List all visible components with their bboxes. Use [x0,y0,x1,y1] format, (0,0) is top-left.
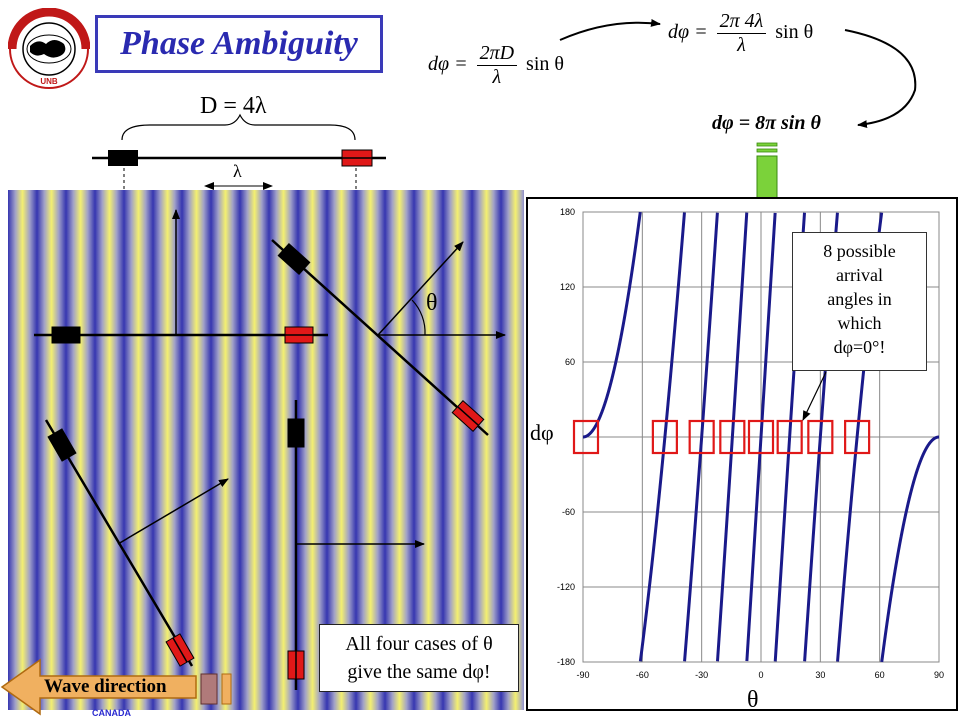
zero-crossing-highlight [776,419,803,455]
chart-ylabel: dφ [530,420,554,445]
x-tick-label: -90 [576,670,589,680]
eq1-num: 2πD [476,42,518,66]
y-tick-label: -180 [557,657,575,667]
case2-angle-arc [411,299,426,336]
wave-stripes [8,190,524,710]
eq2-lhs: dφ = [668,21,708,44]
wave-direction-label: Wave direction [44,676,167,697]
zero-crossing-highlight [572,419,600,455]
eq1-den: λ [492,66,502,88]
cases-note: All four cases of θ give the same dφ! [319,624,519,692]
callout-pointer [802,371,827,421]
baseline-label: D = 4λ [200,93,267,119]
chart-xlabel: θ [747,687,759,713]
wave-field [8,190,524,710]
eq2-num: 2π 4λ [716,10,767,34]
zero-crossing-highlight [807,419,834,455]
zero-crossing-highlight [688,419,715,455]
y-tick-label: 120 [560,282,575,292]
zero-crossing-highlight [719,419,746,455]
x-tick-label: -60 [636,670,649,680]
x-tick-label: -30 [695,670,708,680]
x-tick-label: 60 [875,670,885,680]
logo-bottom-text: UNB [40,77,58,86]
title-box: Phase Ambiguity [95,15,383,73]
callout-line-5: dφ=0°! [833,337,886,357]
flow-arrow-1 [559,18,661,41]
canada-text: CANADA [92,708,131,718]
case4-antenna-left [287,418,305,448]
zero-crossing-highlight [844,419,871,455]
case2-arrival-arrow [377,241,464,336]
eq1-lhs: dφ = [428,53,468,76]
eq2-den: λ [737,34,746,56]
y-tick-label: -120 [557,582,575,592]
x-tick-label: 0 [758,670,763,680]
zero-crossing-highlight [747,419,775,455]
callout-line-2: arrival [836,265,883,285]
baseline-diagram [92,113,386,190]
antenna-left [108,150,138,166]
cases-line-1: All four cases of θ [345,633,493,655]
cases-line-2: give the same dφ! [347,661,491,683]
zero-crossing-highlight [651,419,678,455]
eq1-tail: sin θ [526,53,564,76]
case3-antenna-right-line [172,637,188,663]
case2-baseline [271,239,489,436]
callout-line-3: angles in [827,289,892,309]
eq2-tail: sin θ [775,21,814,44]
equation-3: dφ = 8π sin θ [712,112,821,134]
flow-arrow-2 [844,29,917,129]
x-tick-label: 30 [815,670,825,680]
page-title: Phase Ambiguity [120,25,358,62]
wavelength-label: λ [233,161,242,181]
y-tick-label: -60 [562,507,575,517]
y-tick-label: 60 [565,357,575,367]
wave-direction-arrow [0,658,232,716]
unb-logo: UNB [8,8,90,89]
callout-line-1: 8 possible [823,241,896,261]
x-tick-label: 90 [934,670,944,680]
callout-line-4: which [837,313,882,333]
phase-curve [583,211,939,663]
theta-angle-label: θ [426,290,438,316]
case3-arrival-arrow [117,478,229,545]
case3-antenna-left [47,428,77,462]
case2-antenna-left [277,242,311,276]
case1-antenna-left [51,326,81,344]
y-tick-label: 180 [560,207,575,217]
callout-box: 8 possible arrival angles in which dφ=0°… [792,232,927,371]
case2-antenna-right-line [457,406,479,426]
baseline-brace [121,113,356,141]
